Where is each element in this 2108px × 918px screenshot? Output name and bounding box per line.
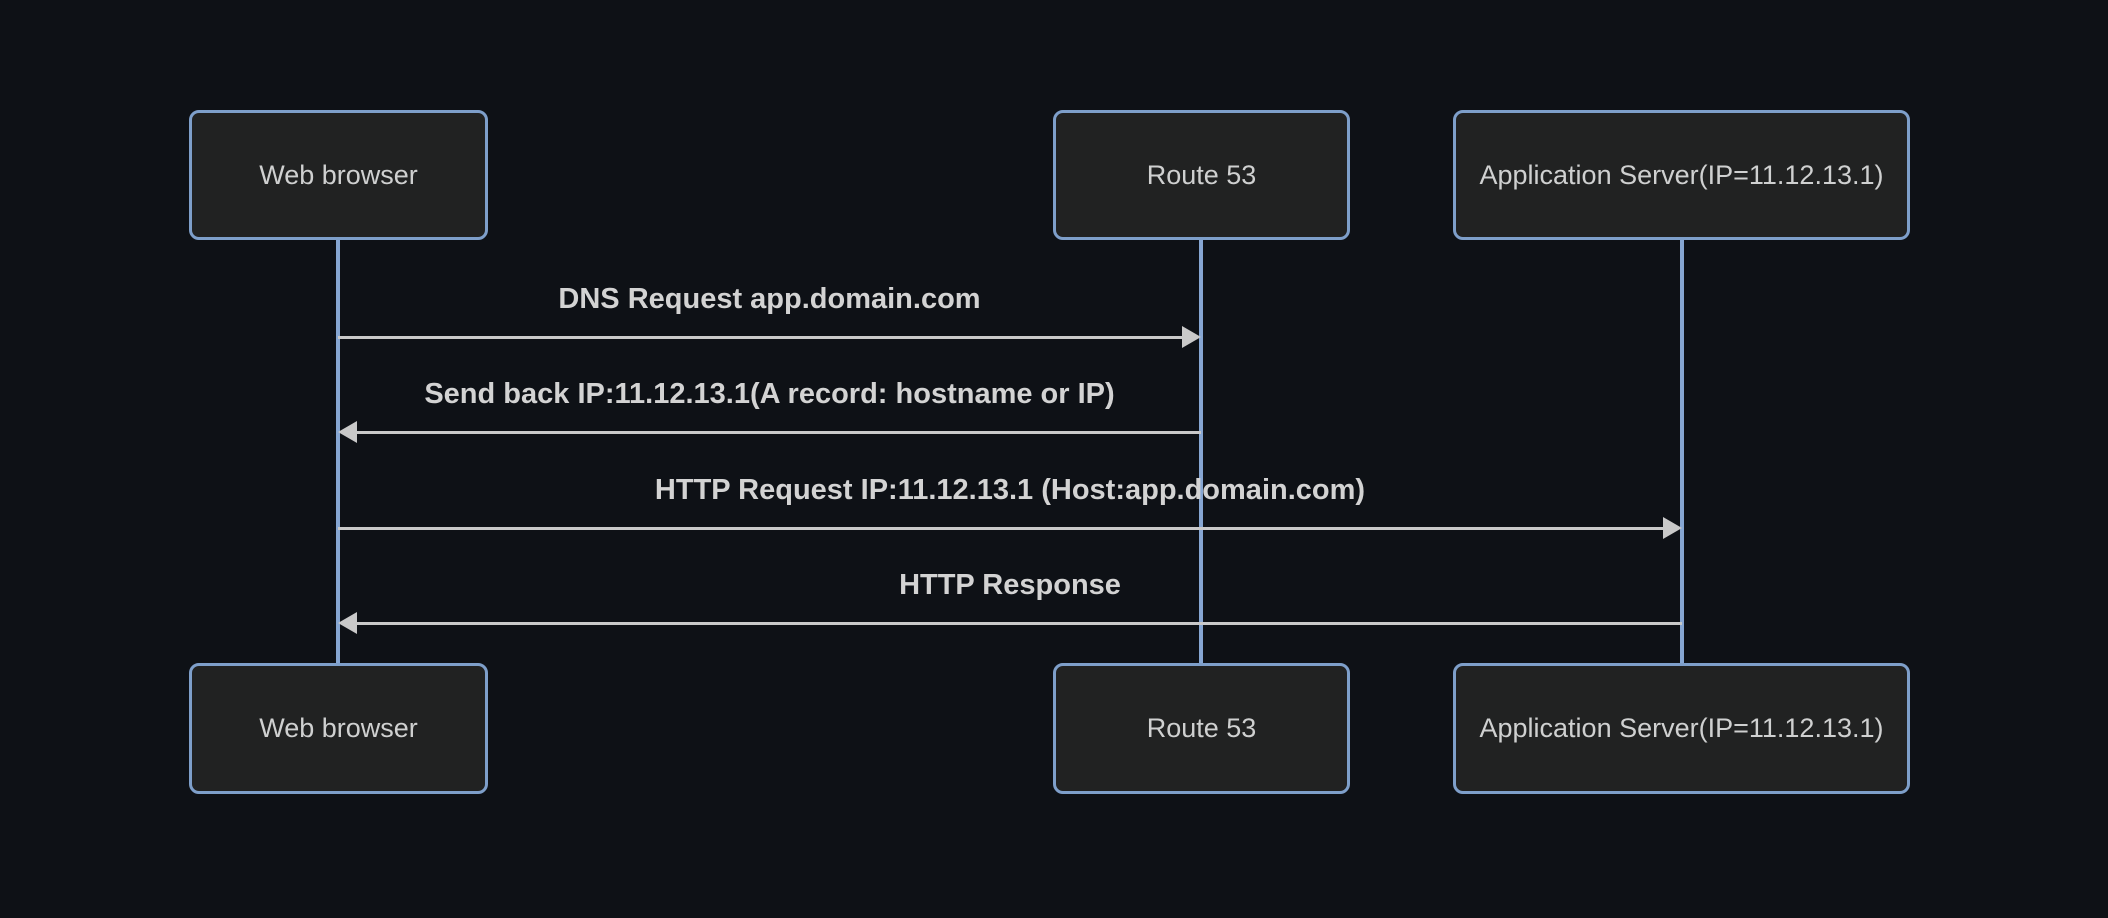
message-4-label: HTTP Response xyxy=(899,569,1121,601)
message-1-label: DNS Request app.domain.com xyxy=(558,283,981,315)
message-2-line xyxy=(356,431,1201,434)
actor-label: Web browser xyxy=(259,713,418,743)
lifeline-app-server xyxy=(1680,240,1684,663)
actor-box-route53-top: Route 53 xyxy=(1053,110,1350,240)
actor-label: Web browser xyxy=(259,159,418,190)
message-1-arrowhead-right-icon xyxy=(1182,326,1201,348)
message-3-label: HTTP Request IP:11.12.13.1 (Host:app.dom… xyxy=(654,474,1366,506)
lifeline-web-browser xyxy=(336,240,340,663)
message-2-label: Send back IP:11.12.13.1(A record: hostna… xyxy=(424,378,1115,410)
actor-box-app-server-top: Application Server(IP=11.12.13.1) xyxy=(1453,110,1910,240)
actor-label: Application Server(IP=11.12.13.1) xyxy=(1479,713,1884,743)
actor-label: Route 53 xyxy=(1146,159,1257,190)
message-3-arrowhead-right-icon xyxy=(1663,517,1682,539)
message-1-line xyxy=(338,336,1183,339)
actor-box-route53-bottom: Route 53 xyxy=(1053,663,1350,794)
actor-label: Application Server(IP=11.12.13.1) xyxy=(1479,159,1884,190)
actor-label: Route 53 xyxy=(1146,713,1257,743)
message-4-line xyxy=(356,622,1682,625)
actor-box-web-browser-top: Web browser xyxy=(189,110,488,240)
lifeline-route53 xyxy=(1199,240,1203,663)
actor-box-app-server-bottom: Application Server(IP=11.12.13.1) xyxy=(1453,663,1910,794)
message-2-arrowhead-left-icon xyxy=(338,421,357,443)
actor-box-web-browser-bottom: Web browser xyxy=(189,663,488,794)
message-4-arrowhead-left-icon xyxy=(338,612,357,634)
message-3-line xyxy=(338,527,1664,530)
